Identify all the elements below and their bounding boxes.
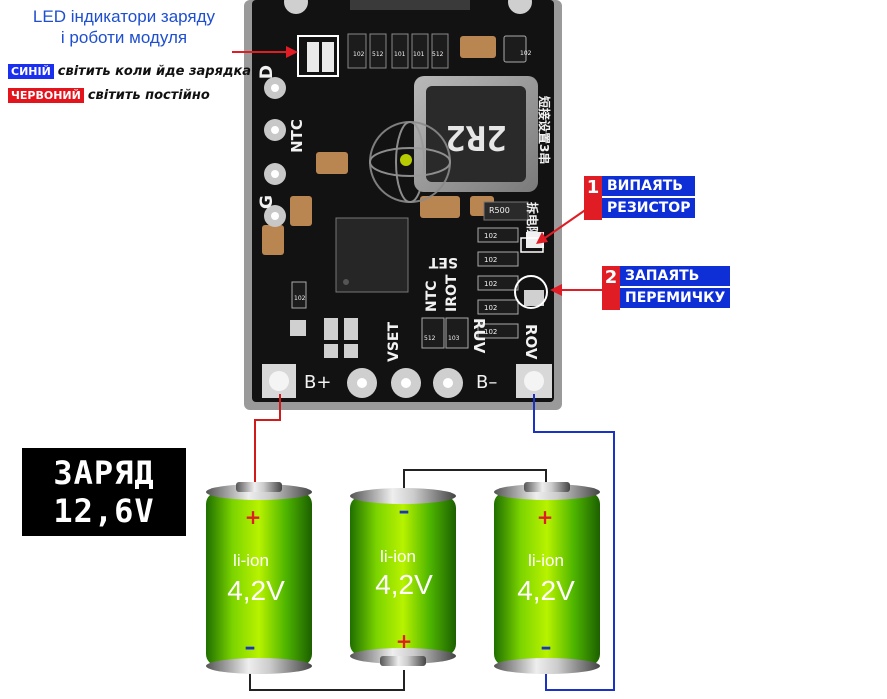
component-code: 102 [294, 295, 306, 302]
component-code: 102 [484, 328, 497, 336]
label-set: SET [428, 254, 458, 270]
battery-3-bottom-sign: – [541, 635, 552, 660]
battery-1-chem: li-ion [233, 551, 269, 570]
series-link-bottom [249, 670, 405, 691]
pad-label-b-minus: B– [476, 372, 497, 393]
component-code: 102 [353, 51, 365, 58]
resistor-outline [520, 237, 544, 253]
charge-voltage-box: ЗАРЯД 12,6V [22, 448, 186, 536]
logo-watermark-icon [369, 121, 451, 203]
component-code: 102 [484, 304, 497, 312]
battery-2-top-sign: – [399, 499, 410, 524]
pcb-board: 2R2 D NTC G 短接设置3串 [244, 0, 562, 410]
resistor-arrow-head [536, 232, 548, 244]
controller-chip [335, 217, 409, 293]
component-code: 102 [520, 50, 532, 57]
component-code: 103 [448, 335, 460, 342]
step-2-callout: 2 ЗАПАЯТЬ ПЕРЕМИЧКУ [602, 266, 731, 310]
label-vset: VSET [386, 322, 402, 362]
led-indicators [297, 35, 339, 77]
battery-1-top-sign: + [245, 505, 262, 529]
pin-label-d: D [257, 65, 277, 79]
label-irot: IROT [444, 274, 460, 312]
red-text: світить постійно [87, 87, 210, 103]
step-1-line1: ВИПАЯТЬ [602, 176, 696, 196]
step-2-number: 2 [602, 266, 620, 310]
battery-1: + li-ion 4,2V – [206, 482, 312, 674]
label-ntc: NTC [424, 280, 440, 312]
blue-wire-b-minus [533, 394, 615, 691]
board-labels: VSET NTC IROT SET ROV RUV [386, 254, 540, 362]
jumper-circle [514, 275, 548, 309]
component-code: 101 [394, 51, 406, 58]
silkscreen-chinese: 短接设置3串 [537, 96, 552, 164]
series-link-top [403, 469, 547, 490]
step-1-line2: РЕЗИСТОР [602, 198, 696, 218]
battery-1-voltage: 4,2V [227, 575, 285, 606]
charge-line2: 12,6V [53, 492, 155, 530]
blue-text: світить коли йде зарядка [57, 63, 252, 79]
legend-red: ЧЕРВОНИЙ світить постійно [8, 86, 210, 104]
blue-tag: СИНІЙ [8, 63, 54, 79]
top-pads [284, 0, 532, 14]
component-code: 102 [484, 280, 497, 288]
bottom-pads: B+ B– [262, 364, 552, 398]
led-note-title-line1: LED індикатори заряду [32, 7, 216, 26]
battery-3-chem: li-ion [528, 551, 564, 570]
battery-3: + li-ion 4,2V – [494, 482, 600, 674]
red-tag: ЧЕРВОНИЙ [8, 87, 84, 103]
pin-label-ntc: NTC [288, 119, 306, 153]
component-code: 512 [432, 51, 444, 58]
smd-components [262, 33, 544, 358]
led-arrow-head [286, 46, 298, 58]
battery-2-chem: li-ion [380, 547, 416, 566]
inductor-label: 2R2 [445, 117, 506, 157]
step-2-line1: ЗАПАЯТЬ [620, 266, 731, 286]
battery-2-bottom-sign: + [396, 629, 413, 653]
inductor: 2R2 [414, 76, 538, 192]
battery-3-voltage: 4,2V [517, 575, 575, 606]
jumper-arrow-head [550, 284, 562, 296]
led-note-title-line2: і роботи модуля [60, 28, 188, 47]
left-pins: D NTC G [257, 65, 306, 227]
battery-3-top-sign: + [537, 505, 554, 529]
pad-label-b-plus: B+ [304, 372, 331, 393]
charge-line1: ЗАРЯД [53, 454, 155, 492]
legend-blue: СИНІЙ світить коли йде зарядка [8, 62, 251, 80]
battery-2: – li-ion 4,2V + [350, 488, 456, 666]
red-wire-b-plus [254, 394, 281, 486]
label-rov: ROV [522, 324, 540, 360]
component-code: 512 [372, 51, 384, 58]
component-code: 512 [424, 335, 436, 342]
battery-2-voltage: 4,2V [375, 569, 433, 600]
label-ruv: RUV [470, 318, 488, 354]
pin-label-g: G [257, 195, 277, 209]
component-codes: R500 102 102 102 102 102 102 102 512 512… [294, 50, 532, 342]
component-code: 102 [484, 232, 497, 240]
component-code: 101 [413, 51, 425, 58]
component-code: R500 [489, 206, 510, 215]
led-note-title: LED індикатори заряду і роботи модуля [8, 6, 240, 48]
component-code: 102 [484, 256, 497, 264]
wires [249, 394, 615, 691]
step-1-number: 1 [584, 176, 602, 220]
step-1-callout: 1 ВИПАЯТЬ РЕЗИСТОР [584, 176, 696, 220]
battery-1-bottom-sign: – [245, 635, 256, 660]
step-2-line2: ПЕРЕМИЧКУ [620, 288, 731, 308]
silkscreen-chinese-2: 拆电阻 [525, 202, 540, 238]
